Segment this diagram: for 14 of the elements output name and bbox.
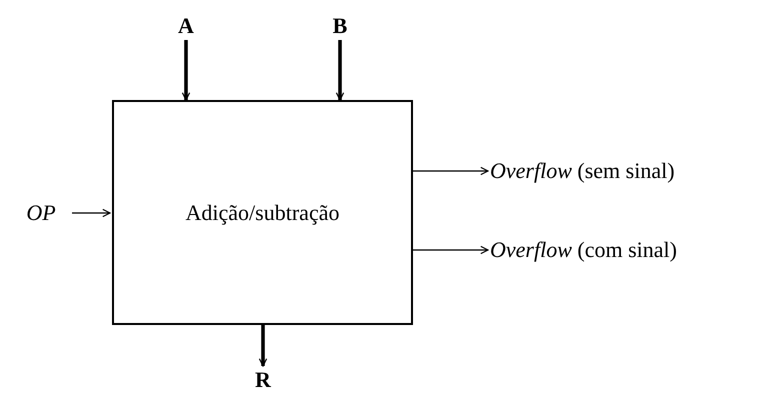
arrow xyxy=(336,40,344,101)
box-label: Adição/subtração xyxy=(186,200,340,226)
arrow xyxy=(72,208,111,218)
arrow xyxy=(413,246,489,254)
arrow xyxy=(182,40,190,101)
output-label: Overflow (sem sinal) xyxy=(490,158,675,184)
input-label: OP xyxy=(26,200,56,226)
input-label: B xyxy=(332,13,348,39)
arrow xyxy=(413,166,489,176)
input-label: A xyxy=(178,13,194,39)
output-label: R xyxy=(255,367,271,393)
output-label: Overflow (com sinal) xyxy=(490,237,677,263)
arrow xyxy=(258,325,268,367)
process-box xyxy=(112,100,413,325)
